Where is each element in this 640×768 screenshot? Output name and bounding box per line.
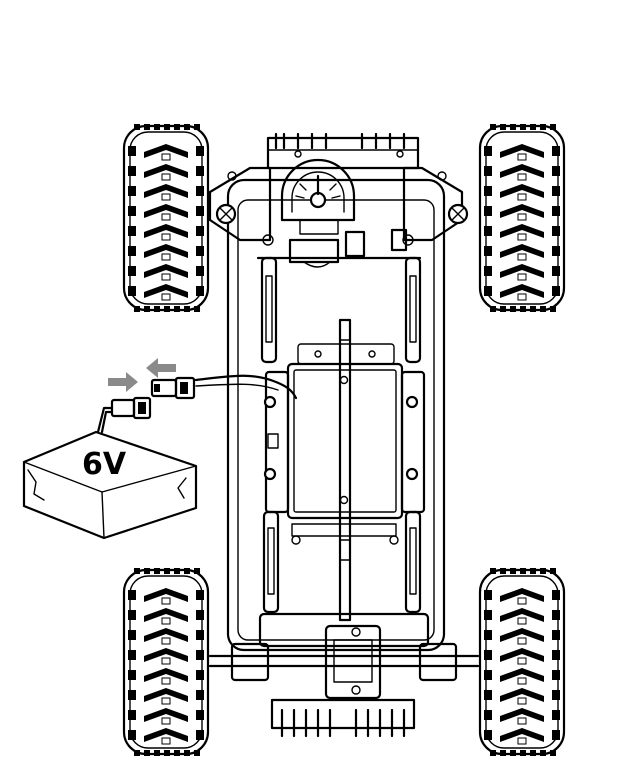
- arrow-left: [146, 358, 176, 378]
- front-bumper: [266, 132, 420, 170]
- front-suspension: [208, 166, 469, 246]
- tires: [122, 124, 566, 756]
- servo-dial: [280, 158, 356, 235]
- front-shocks: [260, 256, 422, 364]
- battery-compartment: [263, 343, 426, 520]
- battery-pack: 6V: [22, 430, 198, 540]
- tire-rear-left: [122, 568, 210, 756]
- front-brackets: [256, 228, 422, 268]
- connector-female: [150, 376, 196, 400]
- tire-rear-right: [478, 568, 566, 756]
- rear-gearbox: [208, 612, 480, 700]
- drive-shaft: [338, 318, 352, 622]
- tire-front-left: [122, 124, 210, 312]
- rear-shocks: [262, 510, 422, 614]
- arrow-right: [108, 372, 138, 392]
- chassis: [208, 132, 480, 738]
- wire-harness: [194, 374, 298, 400]
- connector-male: [96, 396, 152, 434]
- rear-bumper: [270, 698, 416, 738]
- tire-front-right: [478, 124, 566, 312]
- battery-voltage-label: 6V: [82, 447, 127, 482]
- chassis-outline: [226, 178, 446, 652]
